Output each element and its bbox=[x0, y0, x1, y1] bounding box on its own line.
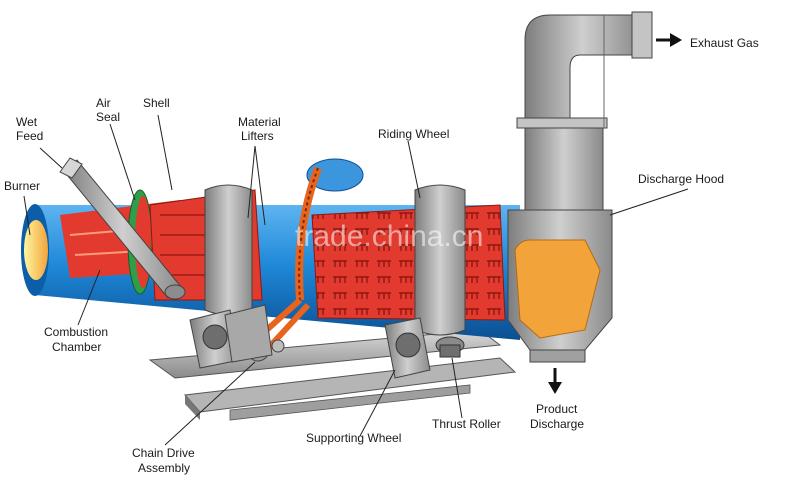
label-riding-wheel: Riding Wheel bbox=[378, 127, 449, 141]
watermark: trade.china.cn bbox=[295, 220, 483, 253]
label-chain-drive-line1: Chain Drive bbox=[132, 446, 195, 460]
label-air-seal-line2: Seal bbox=[96, 110, 120, 124]
wet-feed-chute bbox=[59, 157, 186, 300]
discharge-arrow bbox=[548, 368, 562, 394]
label-product-discharge: Product Discharge bbox=[530, 402, 584, 431]
label-air-seal: Air Seal bbox=[96, 96, 120, 124]
exhaust-duct bbox=[516, 11, 653, 211]
label-supporting-wheel: Supporting Wheel bbox=[306, 431, 401, 445]
label-burner: Burner bbox=[4, 179, 40, 193]
label-exhaust-gas: Exhaust Gas bbox=[690, 36, 759, 50]
burner-flame bbox=[24, 220, 48, 280]
label-product-discharge-line1: Product bbox=[536, 402, 578, 416]
label-wet-feed-line1: Wet bbox=[16, 115, 38, 129]
label-material-lifters-line2: Lifters bbox=[241, 129, 274, 143]
label-material-lifters-line1: Material bbox=[238, 115, 281, 129]
label-product-discharge-line2: Discharge bbox=[530, 417, 584, 431]
label-wet-feed: Wet Feed bbox=[16, 115, 43, 143]
discharge-hood bbox=[507, 209, 613, 363]
label-wet-feed-line2: Feed bbox=[16, 129, 43, 143]
thrust-roller bbox=[435, 336, 465, 358]
leader-lines bbox=[23, 114, 689, 446]
label-thrust-roller: Thrust Roller bbox=[432, 417, 501, 431]
riding-rings bbox=[204, 158, 466, 336]
label-combustion-chamber: Combustion Chamber bbox=[44, 325, 108, 354]
label-chain-drive-line2: Assembly bbox=[138, 461, 190, 475]
label-air-seal-line1: Air bbox=[96, 96, 111, 110]
exhaust-arrow bbox=[656, 33, 682, 47]
label-chain-drive-assembly: Chain Drive Assembly bbox=[132, 446, 195, 475]
label-combustion-chamber-line2: Chamber bbox=[52, 340, 101, 354]
supporting-wheels bbox=[189, 304, 431, 379]
label-discharge-hood: Discharge Hood bbox=[638, 172, 724, 186]
label-shell: Shell bbox=[143, 96, 170, 110]
label-material-lifters: Material Lifters bbox=[238, 115, 281, 143]
label-combustion-chamber-line1: Combustion bbox=[44, 325, 108, 339]
